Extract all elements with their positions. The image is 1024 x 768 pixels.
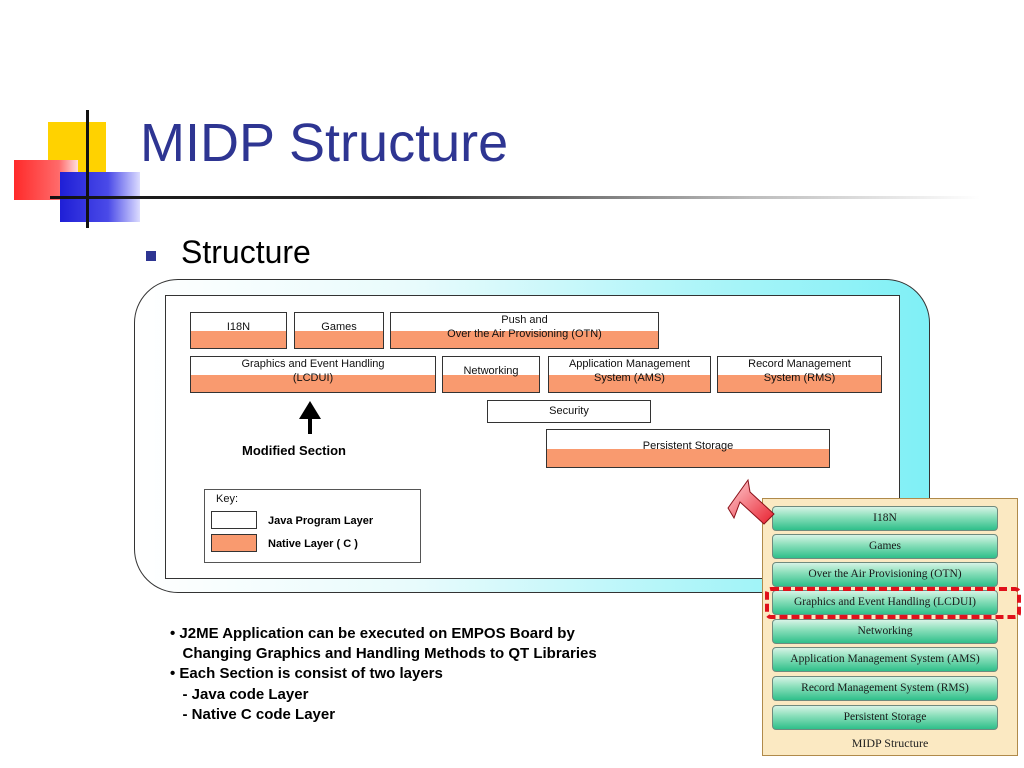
title-decoration-vertical-line	[86, 110, 89, 228]
box-rms-label-1: Record Management	[748, 358, 851, 370]
box-push-ota: Push and Over the Air Provisioning (OTN)	[390, 312, 659, 349]
arrow-up-icon	[299, 401, 321, 419]
box-push-label-2: Over the Air Provisioning (OTN)	[447, 328, 602, 340]
note-line-3: • Each Section is consist of two layers	[170, 665, 443, 682]
legend-swatch-native	[211, 534, 257, 552]
callout-arrow-icon	[727, 478, 775, 525]
panel-item-networking: Networking	[772, 619, 998, 644]
panel-item-ota: Over the Air Provisioning (OTN)	[772, 562, 998, 587]
box-persistent-storage: Persistent Storage	[546, 429, 830, 468]
panel-item-i18n: I18N	[772, 506, 998, 531]
box-games-label: Games	[321, 321, 357, 333]
box-rms-label-2: System (RMS)	[763, 372, 836, 384]
box-rms: Record Management System (RMS)	[717, 356, 882, 393]
box-networking: Networking	[442, 356, 540, 393]
note-line-5: - Native C code Layer	[170, 706, 336, 723]
box-i18n: I18N	[190, 312, 287, 349]
bullet-square-icon	[146, 251, 156, 261]
bullet-structure: Structure	[181, 234, 311, 270]
panel-item-ams: Application Management System (AMS)	[772, 647, 998, 672]
slide-title: MIDP Structure	[140, 113, 509, 173]
box-graphics-label-1: Graphics and Event Handling	[241, 358, 385, 370]
panel-item-persistent: Persistent Storage	[772, 705, 998, 730]
legend-label-native: Native Layer ( C )	[268, 538, 358, 550]
highlight-dashed-box	[765, 587, 1021, 619]
box-i18n-label: I18N	[226, 321, 251, 333]
note-line-4: - Java code Layer	[170, 686, 309, 703]
box-games: Games	[294, 312, 384, 349]
panel-caption: MIDP Structure	[851, 736, 929, 750]
panel-item-rms: Record Management System (RMS)	[772, 676, 998, 701]
title-underline	[50, 196, 980, 199]
note-line-1: • J2ME Application can be executed on EM…	[170, 625, 575, 642]
modified-section-label: Modified Section	[242, 443, 346, 458]
box-graphics-lcdui: Graphics and Event Handling (LCDUI)	[190, 356, 436, 393]
panel-item-games: Games	[772, 534, 998, 559]
legend-swatch-java	[211, 511, 257, 529]
box-security-label: Security	[549, 405, 589, 417]
box-graphics-label-2: (LCDUI)	[292, 372, 334, 384]
arrow-stem	[308, 418, 312, 434]
note-line-2: Changing Graphics and Handling Methods t…	[170, 645, 597, 662]
legend-title: Key:	[216, 493, 239, 505]
box-ams: Application Management System (AMS)	[548, 356, 711, 393]
box-push-label-1: Push and	[501, 314, 548, 326]
box-networking-label: Networking	[463, 365, 519, 377]
box-security: Security	[487, 400, 651, 423]
box-ams-label-2: System (AMS)	[594, 372, 665, 384]
box-ams-label-1: Application Management	[568, 358, 691, 370]
legend-label-java: Java Program Layer	[268, 515, 374, 527]
box-persistent-label: Persistent Storage	[642, 440, 734, 452]
